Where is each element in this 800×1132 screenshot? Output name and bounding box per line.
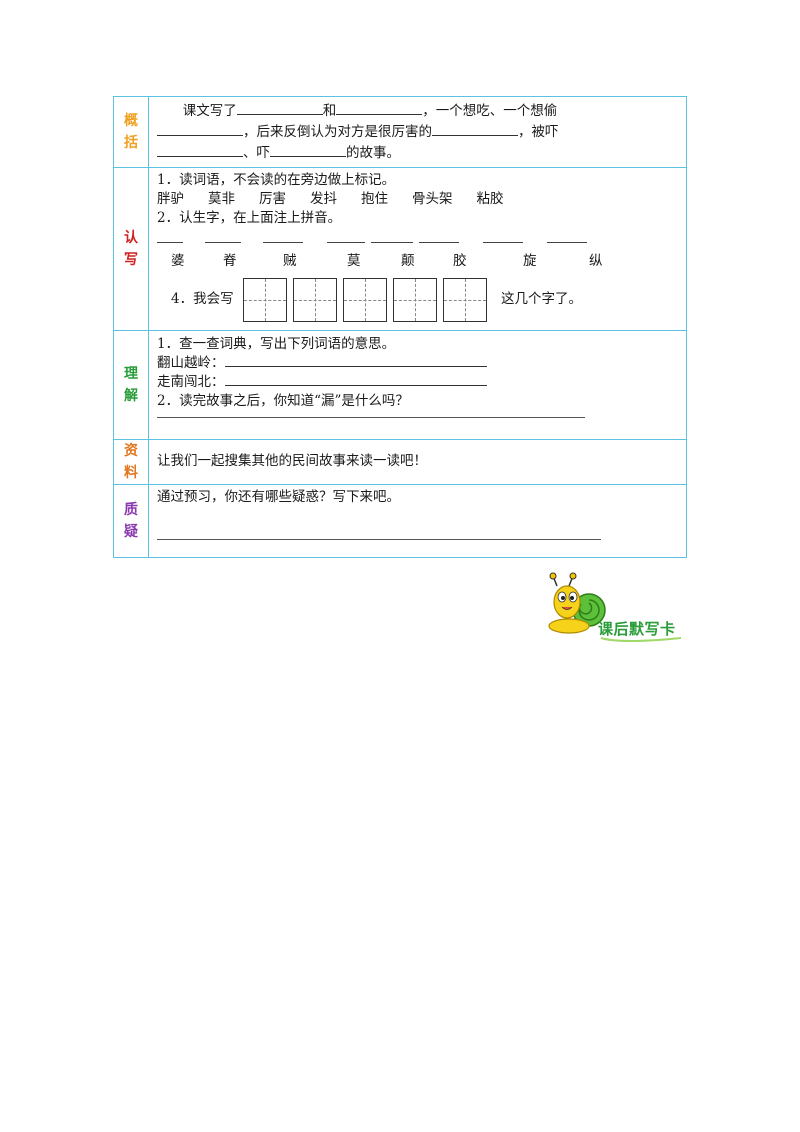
word-item: 莫非 bbox=[208, 191, 235, 207]
material-label: 资料 bbox=[113, 439, 149, 485]
char-item: 颠 bbox=[401, 253, 415, 269]
word-item: 抱住 bbox=[361, 191, 388, 207]
definition-blank-1[interactable] bbox=[224, 354, 487, 367]
question-content: 通过预习，你还有哪些疑惑？写下来吧。 bbox=[148, 484, 687, 558]
summary-text-3: ，一个想吃、一个想偷 bbox=[422, 103, 558, 119]
understand-q2: 2．读完故事之后，你知道“漏”是什么吗？ bbox=[157, 393, 409, 409]
term-label: 走南闯北： bbox=[157, 374, 225, 390]
summary-text-7: 的故事。 bbox=[346, 145, 400, 161]
summary-row: 概括 课文写了 和 ，一个想吃、一个想偷 ，后来反倒认为对方是很厉害的 ，被吓 、吓 的… bbox=[113, 96, 687, 168]
word-item: 发抖 bbox=[310, 191, 337, 207]
answer-line[interactable] bbox=[157, 417, 585, 418]
recognize-label: 认写 bbox=[113, 167, 149, 331]
material-content: 让我们一起搜集其他的民间故事来读一读吧！ bbox=[148, 439, 687, 485]
write-row: 4．我会写 这几个字了。 bbox=[157, 278, 678, 326]
summary-label: 概括 bbox=[113, 96, 149, 168]
blank-5[interactable] bbox=[157, 142, 243, 157]
writing-grid-box[interactable] bbox=[393, 278, 437, 322]
blank-4[interactable] bbox=[432, 121, 518, 136]
char-item: 贼 bbox=[283, 253, 297, 269]
writing-grid-box[interactable] bbox=[443, 278, 487, 322]
summary-content: 课文写了 和 ，一个想吃、一个想偷 ，后来反倒认为对方是很厉害的 ，被吓 、吓 的故事。 bbox=[148, 96, 687, 168]
understand-row: 理解 1．查一查词典，写出下列词语的意思。 翻山越岭： 走南闯北： 2．读完故事… bbox=[113, 330, 687, 440]
definition-blank-2[interactable] bbox=[224, 373, 487, 386]
writing-grid-box[interactable] bbox=[293, 278, 337, 322]
writing-grid-box[interactable] bbox=[343, 278, 387, 322]
char-item: 旋 bbox=[523, 253, 537, 269]
pinyin-blanks[interactable] bbox=[157, 234, 678, 248]
char-item: 胶 bbox=[453, 253, 467, 269]
understand-content: 1．查一查词典，写出下列词语的意思。 翻山越岭： 走南闯北： 2．读完故事之后，… bbox=[148, 330, 687, 440]
recognize-q1: 1．读词语，不会读的在旁边做上标记。 bbox=[157, 172, 396, 188]
logo-text: 课后默写卡 bbox=[598, 620, 676, 638]
summary-text-6: 、吓 bbox=[243, 145, 270, 161]
char-item: 纵 bbox=[589, 253, 603, 269]
blank-1[interactable] bbox=[236, 100, 323, 115]
recognize-q4-suffix: 这几个字了。 bbox=[501, 291, 582, 307]
summary-text-1: 课文写了 bbox=[182, 103, 237, 119]
worksheet: 概括 课文写了 和 ，一个想吃、一个想偷 ，后来反倒认为对方是很厉害的 ，被吓 、吓 的… bbox=[113, 96, 687, 558]
recognize-row: 认写 1．读词语，不会读的在旁边做上标记。 胖驴 莫非 厉害 发抖 抱住 骨头架 粘胶 2．… bbox=[113, 167, 687, 331]
word-item: 胖驴 bbox=[157, 191, 184, 207]
question-label: 质疑 bbox=[113, 484, 149, 558]
question-text: 通过预习，你还有哪些疑惑？写下来吧。 bbox=[157, 489, 400, 505]
summary-text-2: 和 bbox=[322, 103, 337, 119]
recognize-content: 1．读词语，不会读的在旁边做上标记。 胖驴 莫非 厉害 发抖 抱住 骨头架 粘胶 2．认生字… bbox=[148, 167, 687, 331]
preview-table: 概括 课文写了 和 ，一个想吃、一个想偷 ，后来反倒认为对方是很厉害的 ，被吓 、吓 的… bbox=[113, 96, 687, 558]
char-item: 婆 bbox=[171, 253, 185, 269]
snail-mascot-icon bbox=[548, 572, 682, 642]
char-item: 莫 bbox=[347, 253, 361, 269]
blank-2[interactable] bbox=[336, 100, 423, 115]
word-item: 骨头架 bbox=[412, 191, 453, 207]
understand-q1: 1．查一查词典，写出下列词语的意思。 bbox=[157, 336, 396, 352]
term-label: 翻山越岭： bbox=[157, 355, 225, 371]
char-item: 脊 bbox=[223, 253, 237, 269]
blank-3[interactable] bbox=[157, 121, 243, 136]
summary-text-5: ，被吓 bbox=[518, 124, 559, 140]
answer-line[interactable] bbox=[157, 539, 601, 540]
recognize-q4: 4．我会写 bbox=[171, 291, 234, 307]
blank-6[interactable] bbox=[270, 142, 346, 157]
material-row: 资料 让我们一起搜集其他的民间故事来读一读吧！ bbox=[113, 439, 687, 485]
word-item: 粘胶 bbox=[476, 191, 504, 207]
word-item: 厉害 bbox=[259, 191, 286, 207]
question-row: 质疑 通过预习，你还有哪些疑惑？写下来吧。 bbox=[113, 484, 687, 558]
material-text: 让我们一起搜集其他的民间故事来读一读吧！ bbox=[157, 453, 427, 469]
summary-text-4: ，后来反倒认为对方是很厉害的 bbox=[243, 124, 432, 140]
understand-label: 理解 bbox=[113, 330, 149, 440]
word-list: 胖驴 莫非 厉害 发抖 抱住 骨头架 粘胶 bbox=[157, 190, 678, 209]
new-char-list: 婆 脊 贼 莫 颠 胶 旋 纵 bbox=[157, 252, 678, 278]
writing-grid-box[interactable] bbox=[243, 278, 287, 322]
recognize-q2: 2．认生字，在上面注上拼音。 bbox=[157, 210, 342, 226]
